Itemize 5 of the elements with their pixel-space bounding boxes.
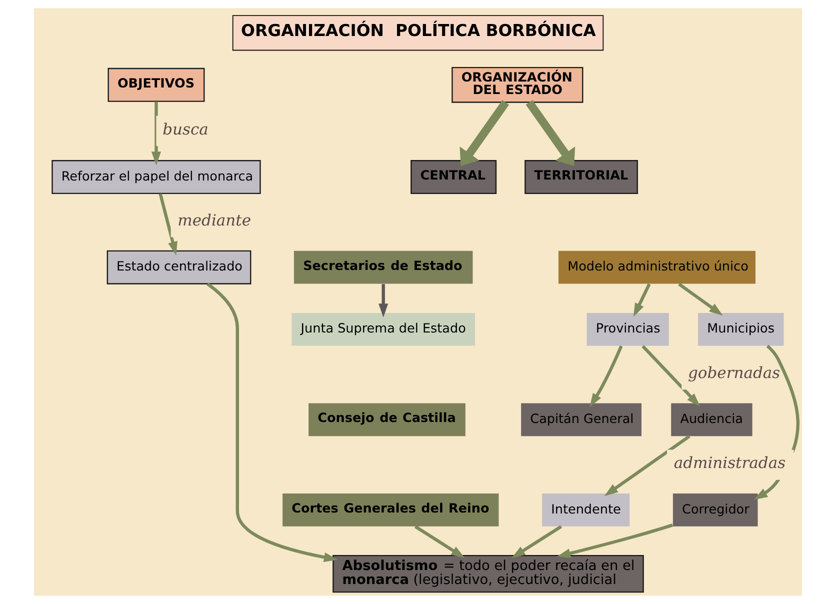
edge-label: administradas: [674, 454, 786, 472]
diagram-title: ORGANIZACIÓN POLÍTICA BORBÓNICA: [241, 21, 596, 40]
edge-label: busca: [162, 120, 208, 138]
edge-label: mediante: [178, 211, 252, 230]
edge-label: gobernadas: [688, 364, 780, 382]
